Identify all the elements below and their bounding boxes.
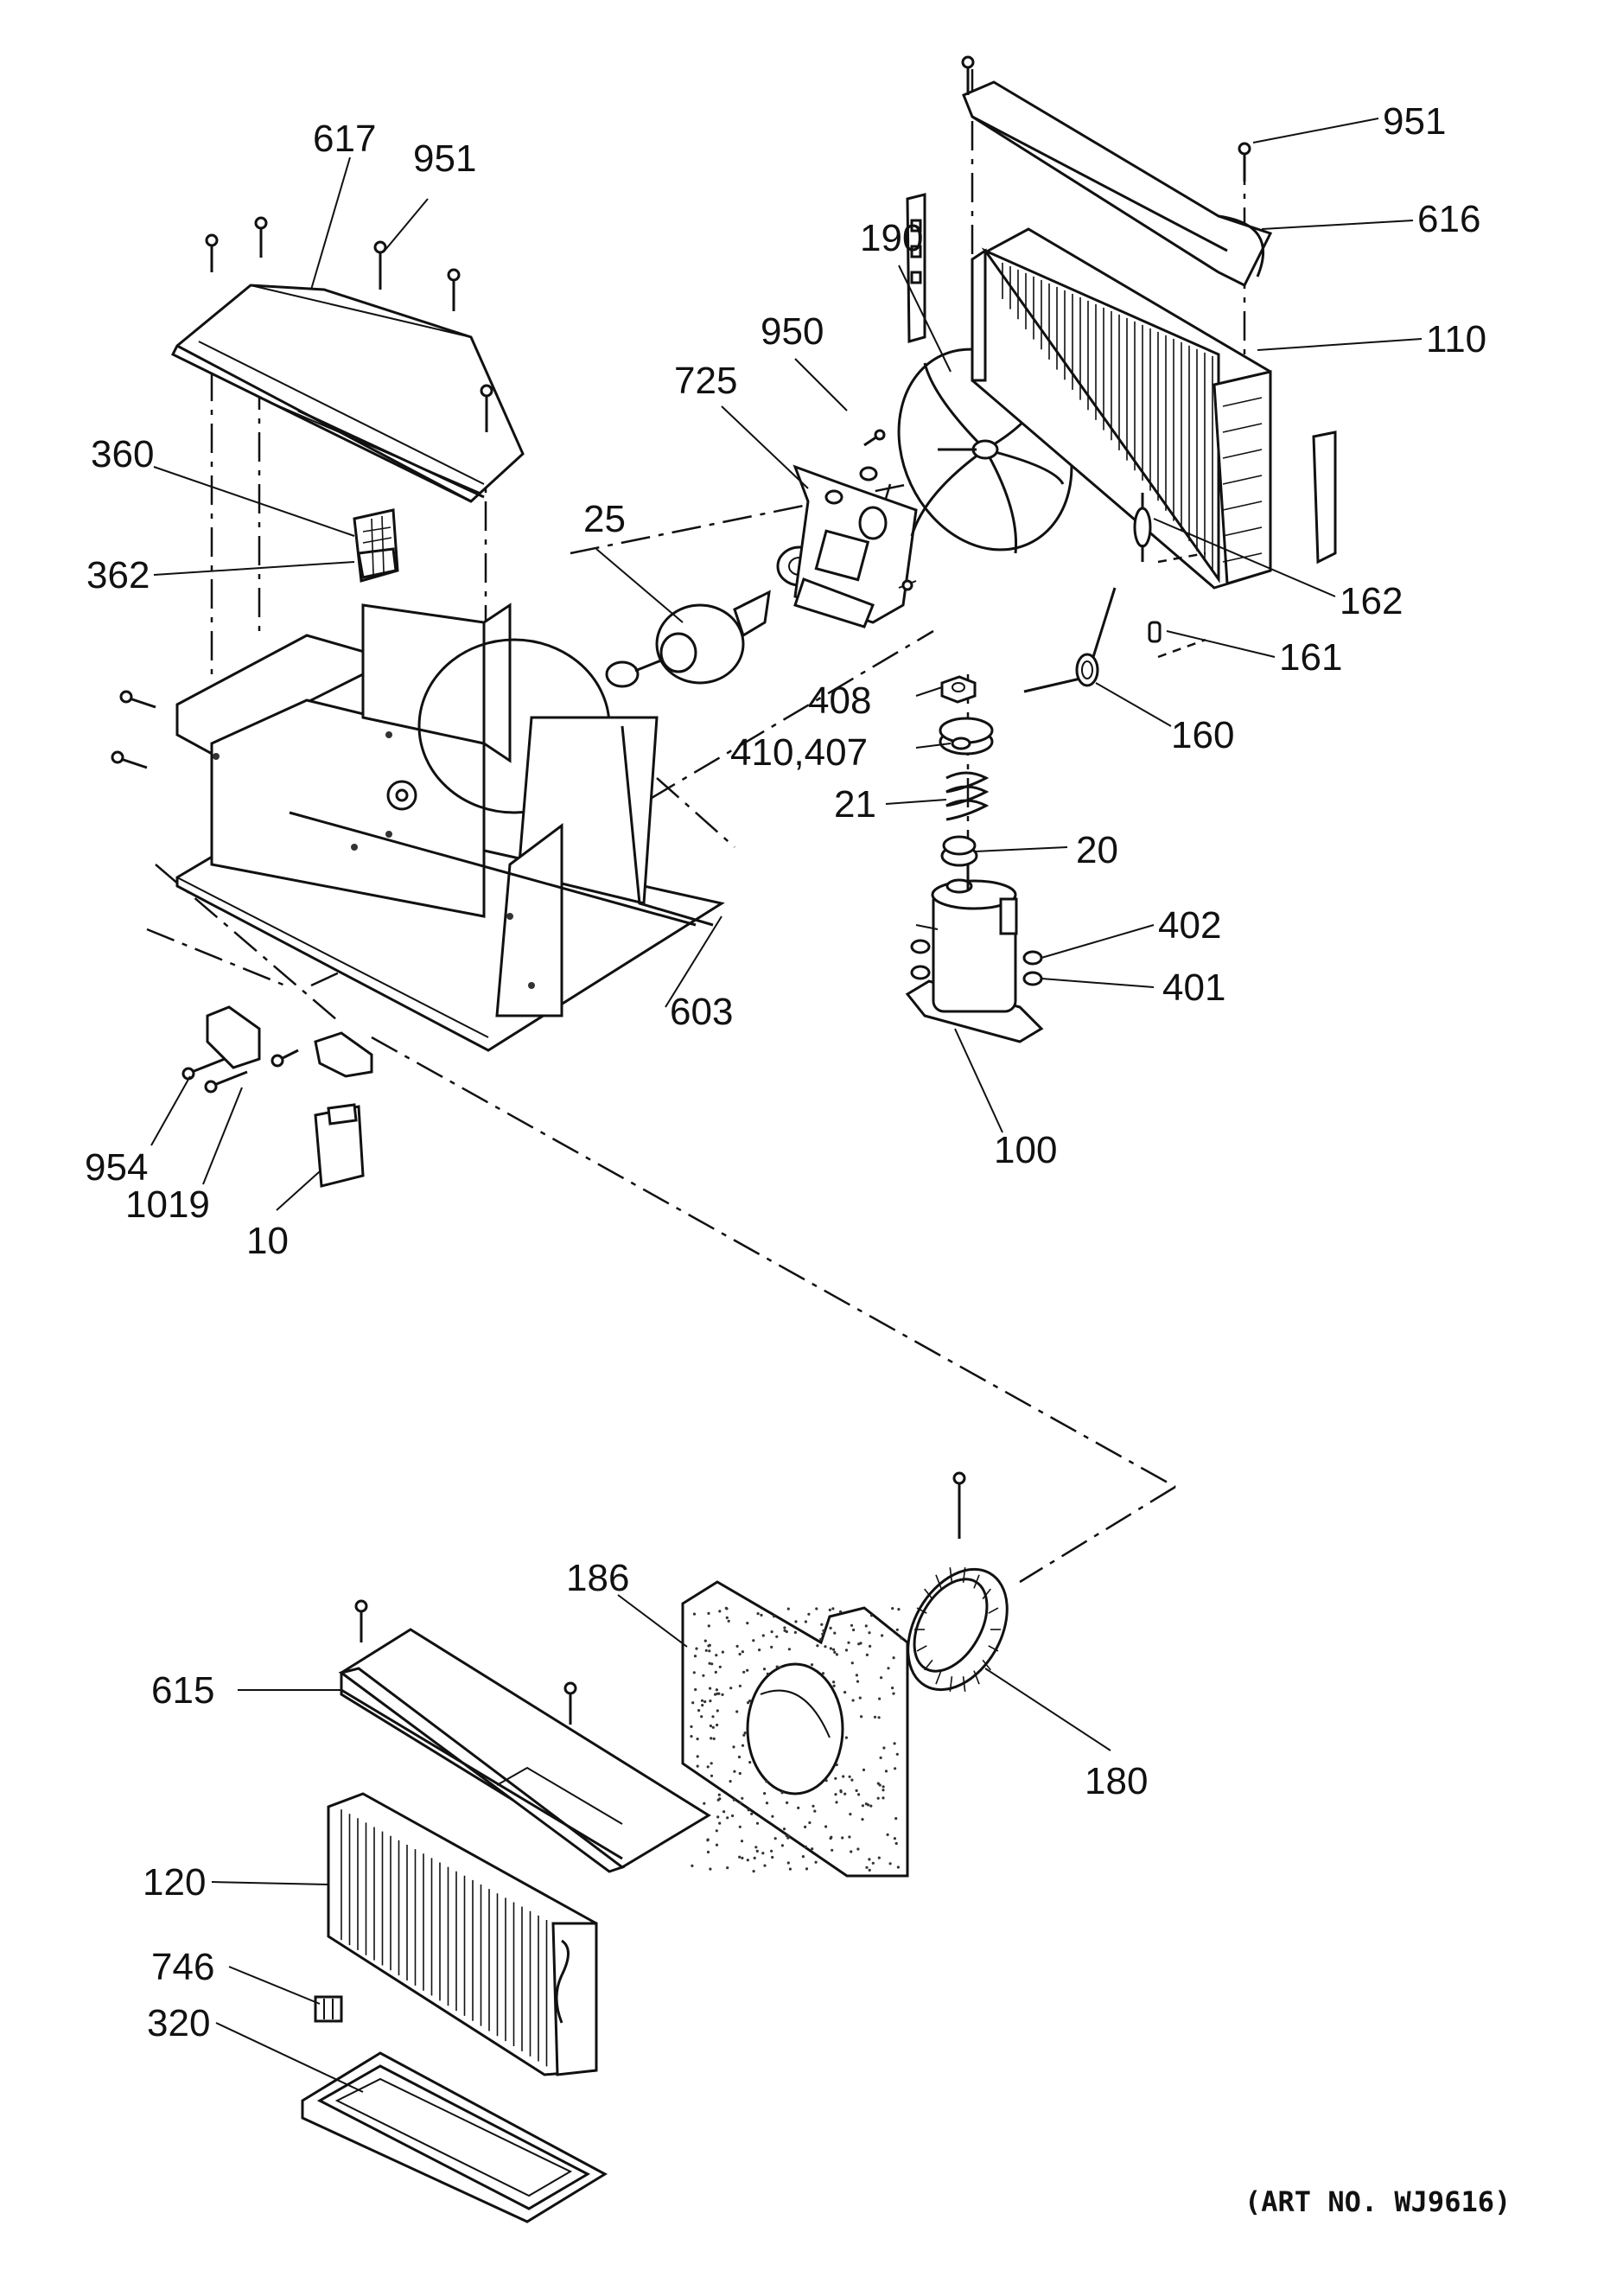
label-25: 25 [583,498,626,540]
top-cover-617 [170,216,525,503]
condenser-bracket-left [906,193,926,343]
part-labels: 617 951 951 616 190 110 950 725 360 362 … [85,100,1511,2218]
capacitor-10 [314,1103,365,1188]
label-10: 10 [246,1220,289,1262]
label-160: 160 [1171,714,1234,756]
label-725: 725 [674,360,737,402]
condenser-coil-110 [971,227,1272,590]
label-951-right: 951 [1383,100,1446,143]
base-chassis-603 [111,603,725,1052]
drain-pan-320 [301,2051,608,2223]
label-162: 162 [1340,580,1403,622]
label-401: 401 [1162,966,1225,1009]
nut-408 [940,675,977,704]
label-951-left: 951 [413,137,476,180]
label-402: 402 [1158,904,1221,947]
grommet-410-407 [939,717,994,756]
label-20: 20 [1076,829,1118,871]
evaporator-coil-120 [327,1792,598,2076]
label-746: 746 [151,1946,214,1988]
motor-bracket-725 [792,429,918,628]
blower-wheel-180 [907,1471,1009,1692]
top-cover-616 [961,55,1273,288]
spring-21 [945,771,990,821]
leader-lines [150,118,1423,2093]
label-615: 615 [151,1669,214,1712]
compressor-100 [905,864,1044,1043]
spring-160 [1023,587,1117,693]
label-161: 161 [1279,636,1342,679]
drier-162 [1133,493,1206,564]
scroll-housing-186 [681,1580,909,1878]
label-190: 190 [860,217,923,259]
condenser-bracket-right [1312,430,1337,564]
label-616: 616 [1417,198,1480,240]
mount-20 [940,835,978,867]
label-180: 180 [1085,1760,1148,1802]
label-617: 617 [313,118,376,160]
label-603: 603 [670,991,733,1033]
fan-motor-25 [605,545,823,688]
clip-746 [314,1995,343,2023]
label-120: 120 [143,1861,206,1904]
art-number: (ART NO. WJ9616) [1244,2185,1511,2218]
label-954: 954 [85,1146,148,1189]
part-161 [1148,621,1206,659]
label-410-407: 410,407 [730,731,868,774]
label-186: 186 [566,1557,629,1599]
label-408: 408 [808,679,871,722]
side-screws-603 [111,690,156,769]
label-320: 320 [147,2002,210,2044]
label-1019: 1019 [125,1183,210,1226]
label-110: 110 [1426,318,1486,360]
label-950: 950 [761,310,824,353]
label-21: 21 [834,783,876,826]
grille-360-362 [353,508,399,583]
capacitor-bracket-954-1019 [181,1005,373,1094]
label-360: 360 [91,433,154,475]
label-100: 100 [994,1129,1057,1171]
label-362: 362 [86,554,150,596]
screw-group-617 [205,216,493,432]
